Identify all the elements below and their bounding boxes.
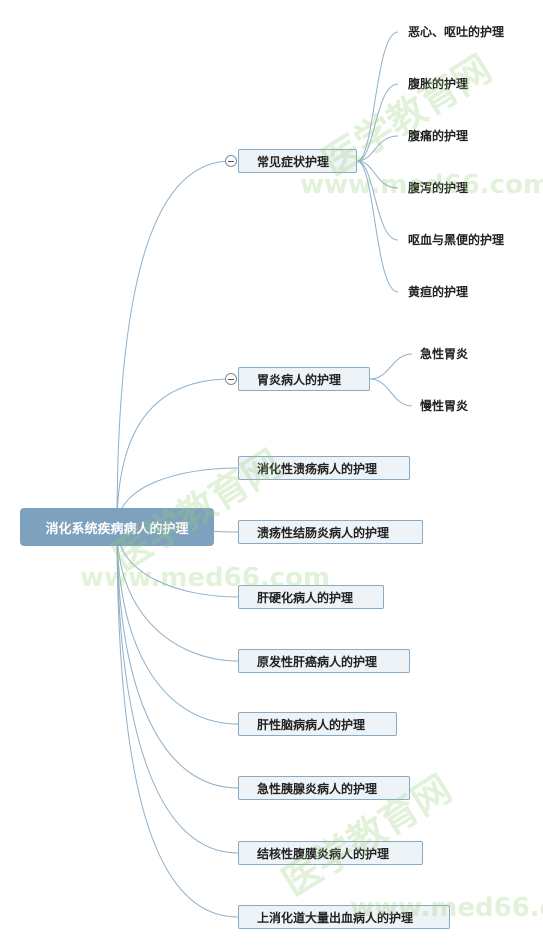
link-root-b0 <box>116 160 232 528</box>
leaf-node[interactable]: 腹胀的护理 <box>408 77 469 91</box>
link-root-b8 <box>116 526 239 854</box>
link-root-b7 <box>116 526 239 789</box>
leaf-node[interactable]: 呕血与黑便的护理 <box>408 233 505 247</box>
branch-node-ulcerative-colitis[interactable]: 溃疡性结肠炎病人的护理 <box>238 520 423 544</box>
branch-node-tb-peritonitis[interactable]: 结核性腹膜炎病人的护理 <box>238 841 423 865</box>
link-b1-l0 <box>369 353 413 380</box>
root-node[interactable]: 消化系统疾病病人的护理 <box>20 508 214 546</box>
link-root-b6 <box>116 526 239 725</box>
branch-node-gi-bleeding[interactable]: 上消化道大量出血病人的护理 <box>238 905 450 929</box>
leaf-node[interactable]: 恶心、呕吐的护理 <box>408 25 505 39</box>
branch-node-cirrhosis[interactable]: 肝硬化病人的护理 <box>238 585 384 609</box>
link-root-b5 <box>116 526 239 662</box>
link-b0-l3 <box>356 160 399 189</box>
branch-node-peptic-ulcer[interactable]: 消化性溃疡病人的护理 <box>238 456 410 480</box>
leaf-node[interactable]: 腹痛的护理 <box>408 129 469 143</box>
collapse-toggle-icon[interactable] <box>225 373 237 385</box>
branch-node-symptom-care[interactable]: 常见症状护理 <box>238 149 357 173</box>
link-root-b1 <box>116 378 232 528</box>
branch-node-hepatic-encephalopathy[interactable]: 肝性脑病病人的护理 <box>238 712 397 736</box>
leaf-node[interactable]: 腹泻的护理 <box>408 181 469 195</box>
link-b0-l2 <box>356 135 399 162</box>
branch-node-gastritis[interactable]: 胃炎病人的护理 <box>238 367 370 391</box>
link-b0-l4 <box>356 160 399 241</box>
leaf-node[interactable]: 慢性胃炎 <box>420 399 469 413</box>
branch-node-pancreatitis[interactable]: 急性胰腺炎病人的护理 <box>238 776 410 800</box>
branch-node-liver-cancer[interactable]: 原发性肝癌病人的护理 <box>238 649 410 673</box>
link-b0-l1 <box>356 83 399 162</box>
link-b0-l0 <box>356 31 399 162</box>
collapse-toggle-icon[interactable] <box>225 155 237 167</box>
leaf-node[interactable]: 急性胃炎 <box>420 347 469 361</box>
link-b0-l5 <box>356 160 399 293</box>
link-b1-l1 <box>369 378 413 407</box>
leaf-node[interactable]: 黄疸的护理 <box>408 285 469 299</box>
link-root-b9 <box>116 526 239 918</box>
